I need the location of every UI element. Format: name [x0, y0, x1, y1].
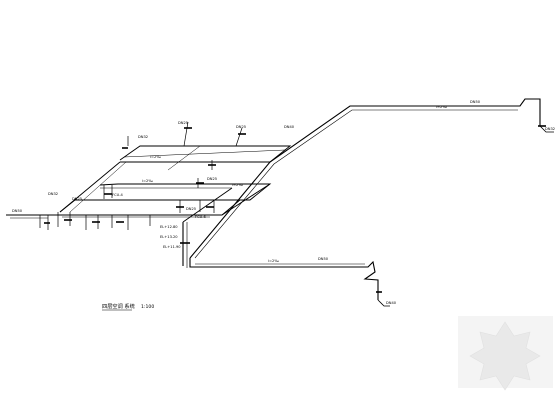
branch-loop-upper: [119, 145, 292, 163]
diag-5: [167, 145, 201, 171]
label-dn50-inlet: DN50: [12, 209, 23, 213]
diag-3: [182, 187, 233, 223]
watermark-star-icon: [469, 321, 541, 391]
label-dn25-b: DN25: [236, 125, 246, 129]
watermark-logo: [458, 316, 553, 391]
right-drop: [539, 125, 554, 133]
diag-4: [221, 183, 271, 216]
label-slope-a: i=2‰: [150, 155, 161, 159]
label-elev-c: EL+11.90: [163, 245, 181, 249]
label-slope-c: i=2‰: [232, 183, 243, 187]
lower-main-run: [189, 258, 379, 300]
label-slope-b: i=2‰: [142, 179, 153, 183]
diag-1: [59, 161, 121, 213]
pipe-labels: DN50 i=2‰ DN32 DN40 DN25 DN25 DN32 i=2‰ …: [12, 100, 555, 305]
label-dn40-mid: DN40: [284, 125, 295, 129]
label-note-a: FCU-4: [112, 193, 124, 197]
drawing-caption: 四层空调 系统 1:100: [102, 302, 154, 311]
label-slope-d: i=2‰: [268, 259, 279, 263]
diag-2: [69, 161, 127, 213]
label-dn50-top: DN50: [470, 100, 481, 104]
label-elev-b: EL+13.20: [160, 235, 178, 239]
label-dn25-a: DN25: [178, 121, 188, 125]
label-dn32-right: DN32: [545, 127, 555, 131]
label-note-b: FCU-6: [195, 215, 207, 219]
label-elev-a: EL+12.80: [160, 225, 178, 229]
upper-main-run-parallel: [194, 109, 518, 259]
terminal-drops: [39, 121, 243, 230]
caption-title: 四层空调 系统: [102, 302, 135, 310]
label-dn32-b: DN32: [48, 192, 58, 196]
label-dn40-bottom: DN40: [386, 301, 397, 305]
label-dn25-d: DN25: [72, 197, 82, 201]
bottom-drop: [377, 299, 390, 307]
label-slope-top: i=2‰: [436, 105, 447, 109]
branch-upper-inner: [123, 149, 286, 158]
caption-scale: 1:100: [141, 304, 154, 310]
label-dn25-e: DN25: [186, 207, 196, 211]
label-dn50-bottom: DN50: [318, 257, 329, 261]
label-dn25-c: DN25: [207, 177, 217, 181]
upper-main-run: [189, 98, 541, 259]
branch-cluster: [6, 121, 546, 293]
label-dn32-a: DN32: [138, 135, 148, 139]
fitting-marks: [44, 125, 546, 293]
main-pipe-network: [182, 98, 554, 307]
